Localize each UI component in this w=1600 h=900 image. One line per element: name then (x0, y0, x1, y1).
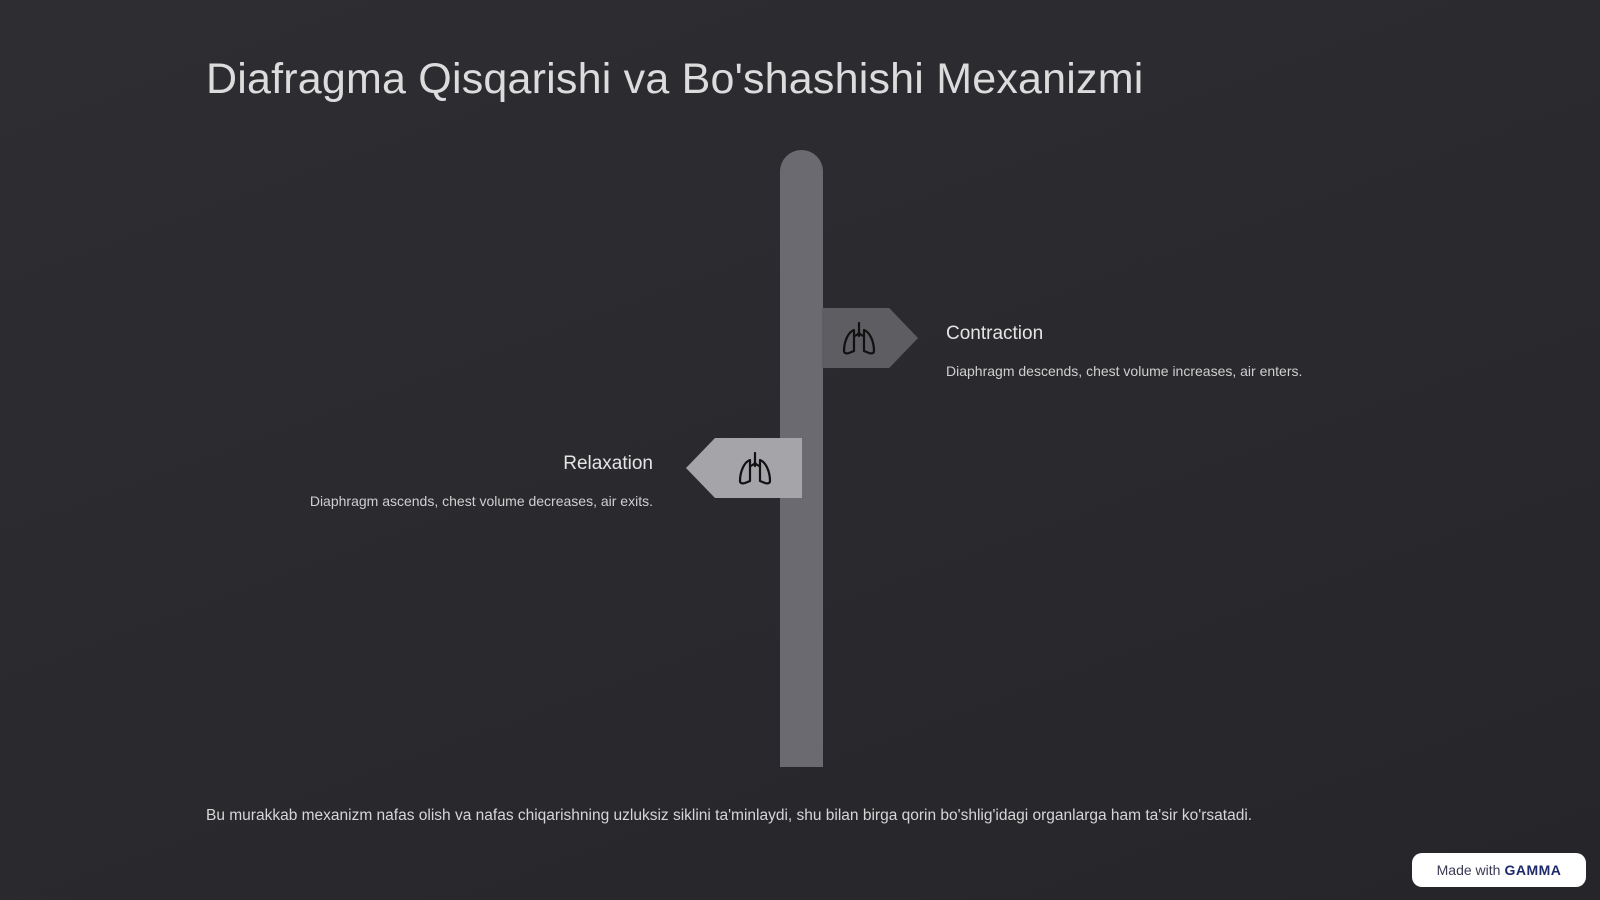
contraction-sign (822, 308, 918, 368)
relaxation-sign (686, 438, 802, 498)
lungs-icon (842, 321, 876, 355)
made-with-gamma-badge[interactable]: Made with GAMMA (1412, 853, 1586, 887)
footer-text: Bu murakkab mexanizm nafas olish va nafa… (206, 807, 1253, 824)
slide-title: Diafragma Qisqarishi va Bo'shashishi Mex… (206, 55, 1144, 103)
relaxation-label: Relaxation (563, 453, 653, 474)
contraction-label: Contraction (946, 323, 1044, 344)
relaxation-description: Diaphragm ascends, chest volume decrease… (309, 493, 653, 509)
lungs-icon (738, 451, 772, 485)
contraction-description: Diaphragm descends, chest volume increas… (946, 363, 1303, 379)
badge-prefix: Made with (1436, 862, 1501, 878)
gamma-logo: GAMMA (1504, 862, 1562, 878)
